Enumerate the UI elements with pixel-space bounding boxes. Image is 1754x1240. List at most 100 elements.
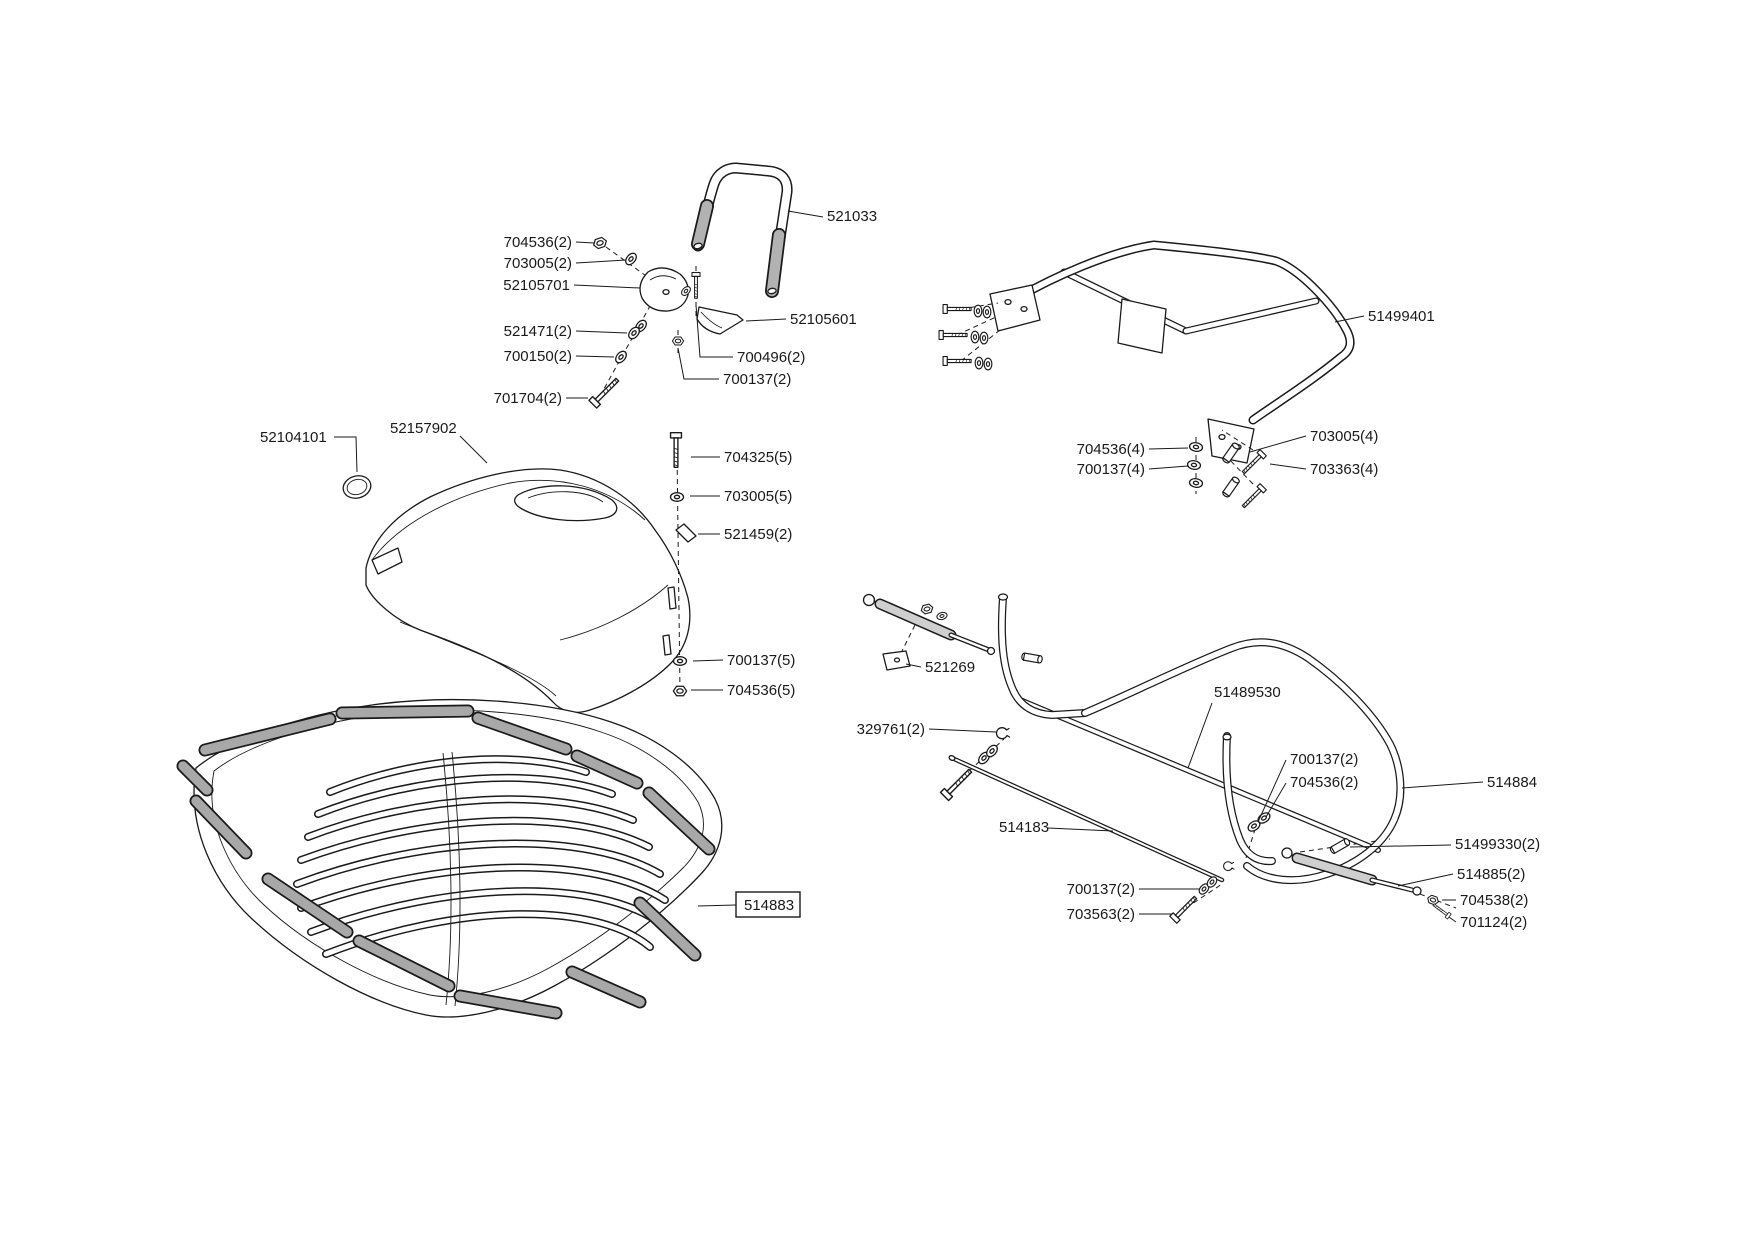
- part-label-514183: 514183: [999, 819, 1049, 836]
- nut-704536-5: [672, 685, 688, 697]
- leader-51499401: [1334, 315, 1365, 323]
- part-label-52104101: 52104101: [260, 429, 327, 446]
- cover-52105601: [696, 306, 744, 335]
- leader-521471(2): [575, 330, 628, 334]
- clip-329761: [995, 727, 1011, 740]
- bolt-left-3: [942, 356, 972, 366]
- washer-703005: [622, 250, 640, 268]
- nut-700137: [671, 336, 685, 346]
- leader-329761(2): [928, 728, 997, 733]
- part-label-703563(2): 703563(2): [1067, 906, 1135, 923]
- leader-514885(2): [1397, 873, 1454, 887]
- tray-panel-514883: [193, 698, 723, 1018]
- washer-704536-4: [1188, 441, 1204, 453]
- part-label-701704(2): 701704(2): [494, 390, 562, 407]
- leader-514884: [1401, 781, 1484, 789]
- part-label-51499401: 51499401: [1368, 308, 1435, 325]
- part-label-51499330(2): 51499330(2): [1455, 836, 1540, 853]
- leader-52157902: [459, 435, 488, 464]
- leader-700137(2): [1257, 759, 1287, 823]
- rollbar-left-plate: [989, 284, 1041, 332]
- leader-514883: [697, 904, 737, 907]
- bolt-701704: [588, 375, 622, 409]
- washer-700137-5: [672, 656, 688, 666]
- tray-ribs: [293, 755, 669, 958]
- leader-700496(2): [695, 304, 733, 358]
- leader-51499330(2): [1349, 844, 1452, 848]
- gas-strut-upper: [862, 593, 996, 656]
- tray-assembly-drawing: [176, 698, 723, 1020]
- leader-703363(4): [1269, 463, 1307, 470]
- part-label-704536(4): 704536(4): [1077, 441, 1145, 458]
- part-label-701124(2): 701124(2): [1460, 914, 1527, 931]
- part-label-703005(5): 703005(5): [724, 488, 792, 505]
- part-label-514883: 514883: [744, 897, 794, 914]
- part-label-52105601: 52105601: [790, 311, 857, 328]
- spacer-upright: [1020, 652, 1044, 664]
- part-label-700137(2): 700137(2): [1290, 751, 1358, 768]
- hood-assembly-drawing: [342, 431, 697, 713]
- leader-700137(4): [1148, 465, 1189, 470]
- part-label-703005(2): 703005(2): [504, 255, 572, 272]
- leader-52104101: [334, 436, 358, 473]
- part-label-700137(4): 700137(4): [1077, 461, 1145, 478]
- leader-51489530: [1187, 702, 1213, 769]
- leader-701124(2): [1448, 916, 1457, 923]
- part-label-703005(4): 703005(4): [1310, 428, 1378, 445]
- washer-700137-4: [1186, 459, 1202, 471]
- leader-704536(4): [1148, 447, 1189, 450]
- part-label-704325(5): 704325(5): [724, 449, 792, 466]
- bolt-left-bottom: [939, 766, 975, 802]
- part-label-514885(2): 514885(2): [1457, 866, 1525, 883]
- part-label-52105701: 52105701: [503, 277, 570, 294]
- part-label-521459(2): 521459(2): [724, 526, 792, 543]
- part-label-51489530: 51489530: [1214, 684, 1281, 701]
- part-label-704536(2): 704536(2): [504, 234, 572, 251]
- rollbar-assembly-drawing: [938, 240, 1355, 511]
- part-label-700137(2): 700137(2): [723, 371, 791, 388]
- part-label-700137(5): 700137(5): [727, 652, 795, 669]
- part-label-700150(2): 700150(2): [504, 348, 572, 365]
- part-label-700137(2): 700137(2): [1067, 881, 1135, 898]
- leader-514183: [1047, 827, 1114, 832]
- bolt-left-2: [938, 330, 968, 340]
- frame-assembly-drawing: [862, 593, 1457, 924]
- leader-521269: [905, 663, 922, 668]
- leader-700137(2): [677, 347, 719, 380]
- part-label-521033: 521033: [827, 208, 877, 225]
- leader-704536(2): [575, 241, 595, 244]
- bolt-left-1: [942, 304, 972, 314]
- labels-layer: 521033 704536(2) 703005(2) 52105701 521471(2…: [260, 208, 1540, 931]
- leader-704536(2): [1265, 782, 1287, 818]
- label-box-514883: [735, 891, 801, 918]
- leader-703005(2): [575, 259, 627, 264]
- bolt-700496: [691, 272, 701, 299]
- part-label-514884: 514884: [1487, 774, 1537, 791]
- nut-704536: [591, 235, 609, 251]
- rollbar-lower-bracket: [1207, 418, 1255, 464]
- spacer-51499330: [1328, 837, 1352, 855]
- buffer-52104101: [342, 475, 372, 499]
- part-label-704538(2): 704538(2): [1460, 892, 1528, 909]
- leader-700150(2): [575, 355, 615, 358]
- rollbar-plate: [1117, 298, 1167, 354]
- part-label-521471(2): 521471(2): [504, 323, 572, 340]
- washer-700150: [612, 348, 630, 366]
- leader-521033: [787, 210, 824, 218]
- leader-52105701: [573, 284, 641, 289]
- part-label-329761(2): 329761(2): [857, 721, 925, 738]
- nut-704538: [1425, 893, 1441, 907]
- tray-edge-strips: [176, 704, 716, 1020]
- bolt-703563: [1169, 893, 1200, 924]
- leader-703005(4): [1249, 435, 1307, 453]
- washer-703005-5: [669, 492, 685, 502]
- part-label-52157902: 52157902: [390, 420, 457, 437]
- bolt-704325: [669, 431, 683, 468]
- clip-521459: [675, 523, 697, 543]
- gas-strut-lower: [1281, 847, 1422, 896]
- nut-strut-upper: [919, 602, 935, 616]
- part-label-704536(5): 704536(5): [727, 682, 795, 699]
- part-label-703363(4): 703363(4): [1310, 461, 1378, 478]
